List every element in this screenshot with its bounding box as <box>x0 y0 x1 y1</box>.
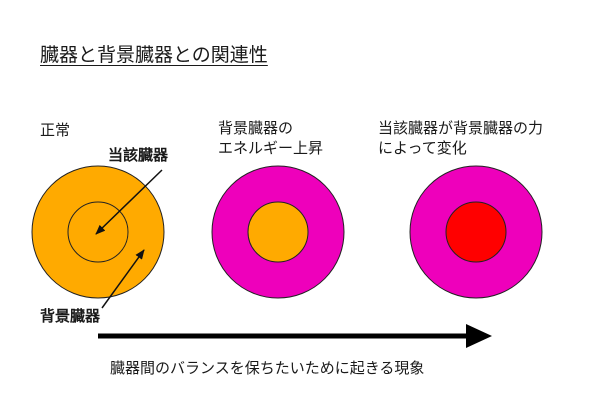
progression-arrow-head <box>466 324 492 348</box>
panel-label-background-energy: 背景臓器の エネルギー上昇 <box>218 118 323 158</box>
panel-label-line: 正常 <box>40 121 71 139</box>
annotation-background-organ: 背景臓器 <box>40 307 101 325</box>
inner-circle-background-energy <box>247 201 309 263</box>
panel-label-normal: 正常 <box>40 120 70 140</box>
diagram-caption: 臓器間のバランスを保ちたいために起きる現象 <box>110 359 425 377</box>
inner-circle-changed <box>445 201 507 263</box>
panel-label-line: 当該臓器が背景臓器の力 <box>378 119 544 137</box>
annotation-target-organ: 当該臓器 <box>108 146 169 164</box>
pointer-arrow-background-organ <box>101 249 145 309</box>
panel-label-line: によって変化 <box>378 139 467 157</box>
panel-label-line: 背景臓器の <box>218 119 294 137</box>
panel-label-line: エネルギー上昇 <box>218 139 324 157</box>
pointer-arrow-target-organ <box>95 169 163 235</box>
panel-label-changed: 当該臓器が背景臓器の力 によって変化 <box>378 118 543 158</box>
page-title: 臓器と背景臓器との関連性 <box>40 44 268 66</box>
